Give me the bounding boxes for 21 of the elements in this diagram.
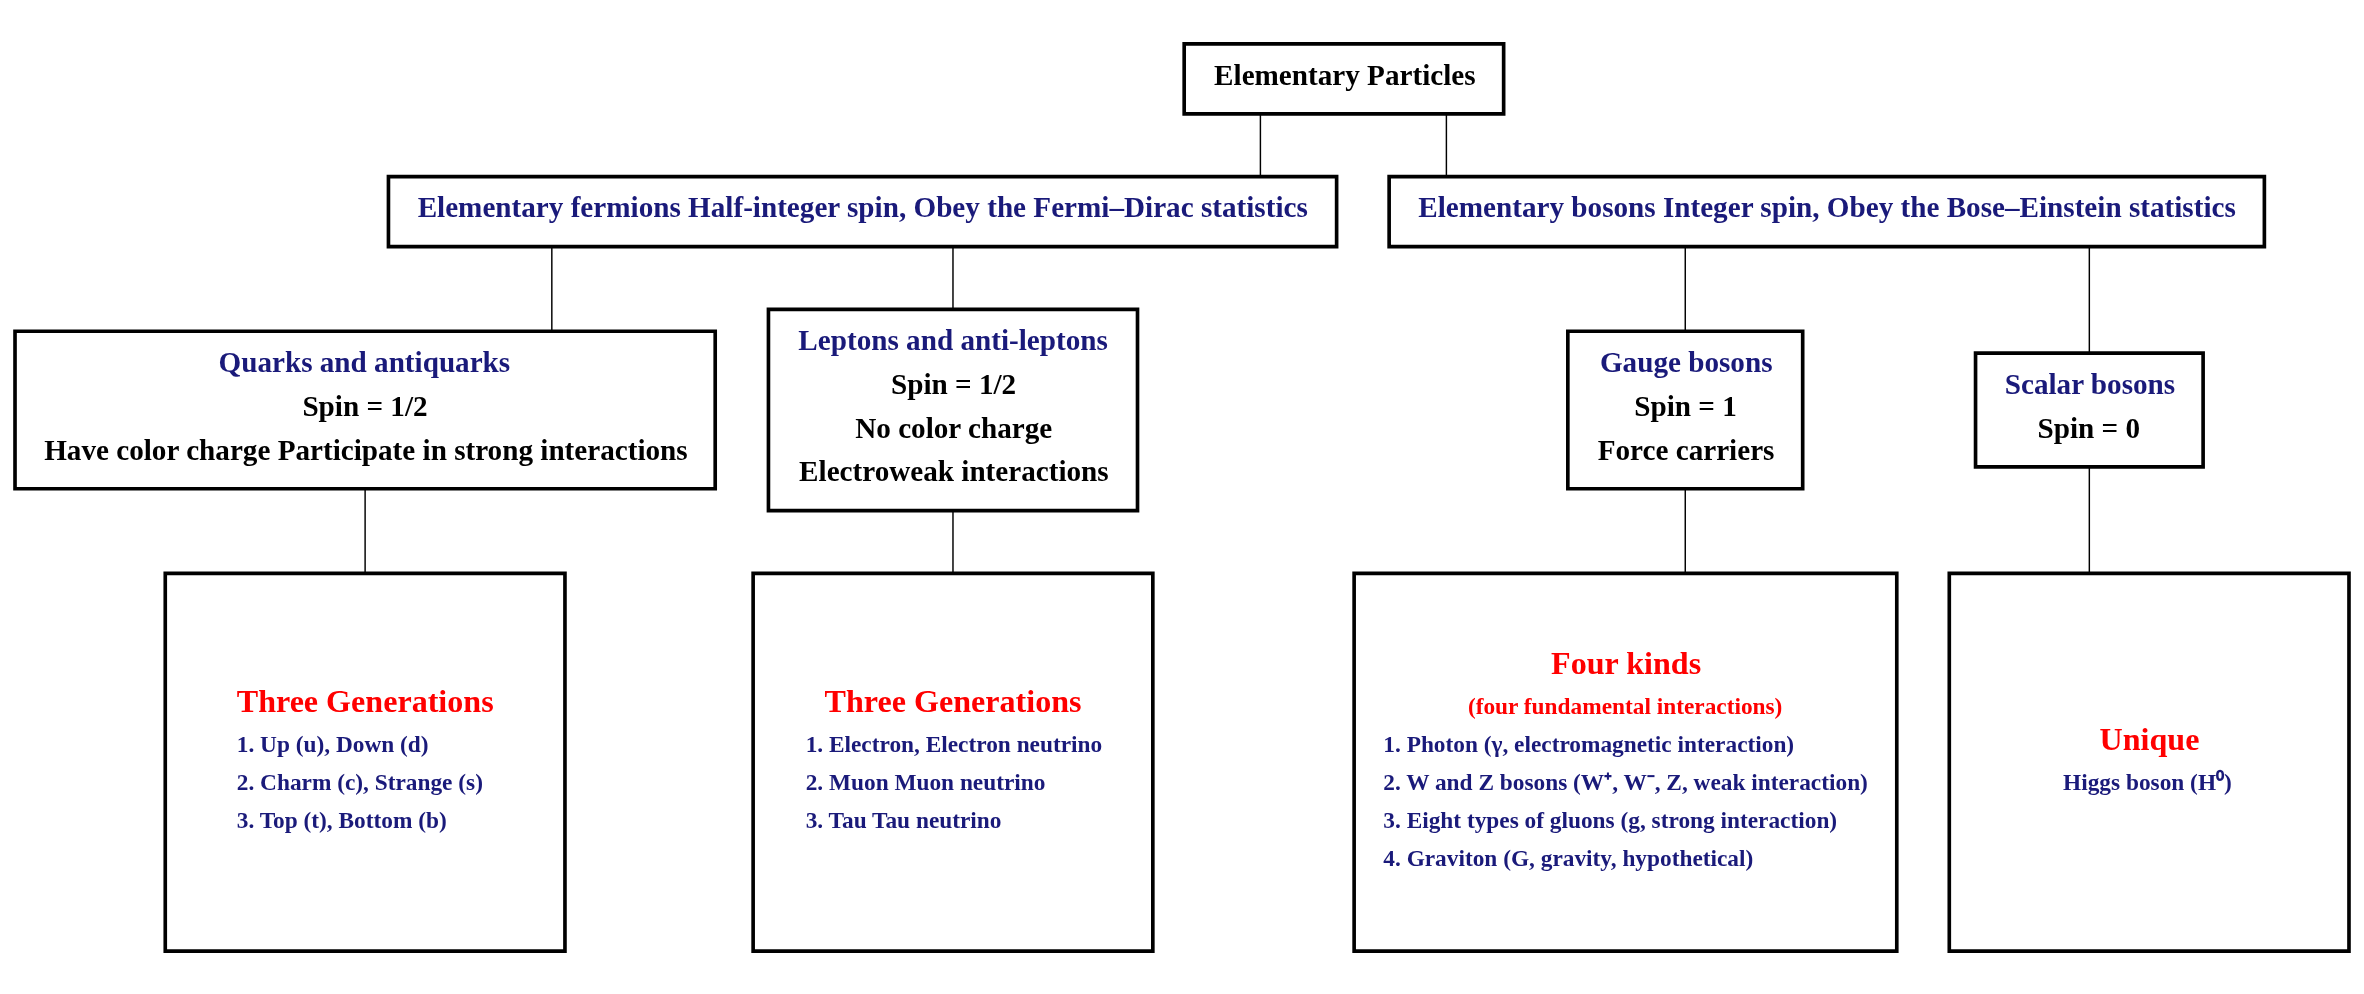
node-box: Four kinds (four fundamental interactions) 1. Photon (γ, electromagnetic interaction) 2. W and Z bosons (W⁺, W⁻, Z, weak interaction) 3. Eight types of gluons (g, strong interaction) 4. Graviton (G, gravity, hypothetical) bbox=[1352, 571, 1899, 953]
node-box: Elementary bosons Integer spin, Obey the Bose–Einstein statistics bbox=[1387, 174, 2267, 248]
node-box: Gauge bosons Spin = 1 Force carriers bbox=[1566, 328, 1805, 491]
node-box: Three Generations 1. Electron, Electron neutrino 2. Muon Muon neutrino 3. Tau Tau neutrino bbox=[751, 571, 1155, 953]
node-box: Quarks and antiquarks Spin = 1/2 Have color charge Participate in strong interactions bbox=[13, 328, 718, 491]
connector bbox=[364, 487, 366, 573]
connector bbox=[952, 245, 954, 310]
connector bbox=[2088, 245, 2091, 353]
connector bbox=[1684, 487, 1686, 573]
connector bbox=[1445, 113, 1448, 177]
connector bbox=[2088, 465, 2091, 574]
connector bbox=[1684, 245, 1686, 332]
node-box: Three Generations 1. Up (u), Down (d) 2. Charm (c), Strange (s) 3. Top (t), Bottom (b) bbox=[163, 571, 567, 953]
connector bbox=[952, 509, 954, 573]
node-box: Leptons and anti-leptons Spin = 1/2 No color charge Electroweak interactions bbox=[766, 307, 1140, 512]
node-box: Elementary Particles bbox=[1182, 41, 1506, 116]
node-box: Elementary fermions Half-integer spin, Obey the Fermi–Dirac statistics bbox=[386, 174, 1339, 248]
node-box: Unique Higgs boson (H⁰) bbox=[1947, 571, 2351, 953]
node-box: Scalar bosons Spin = 0 bbox=[1973, 350, 2205, 469]
connector bbox=[551, 245, 553, 332]
connector bbox=[1259, 113, 1262, 177]
